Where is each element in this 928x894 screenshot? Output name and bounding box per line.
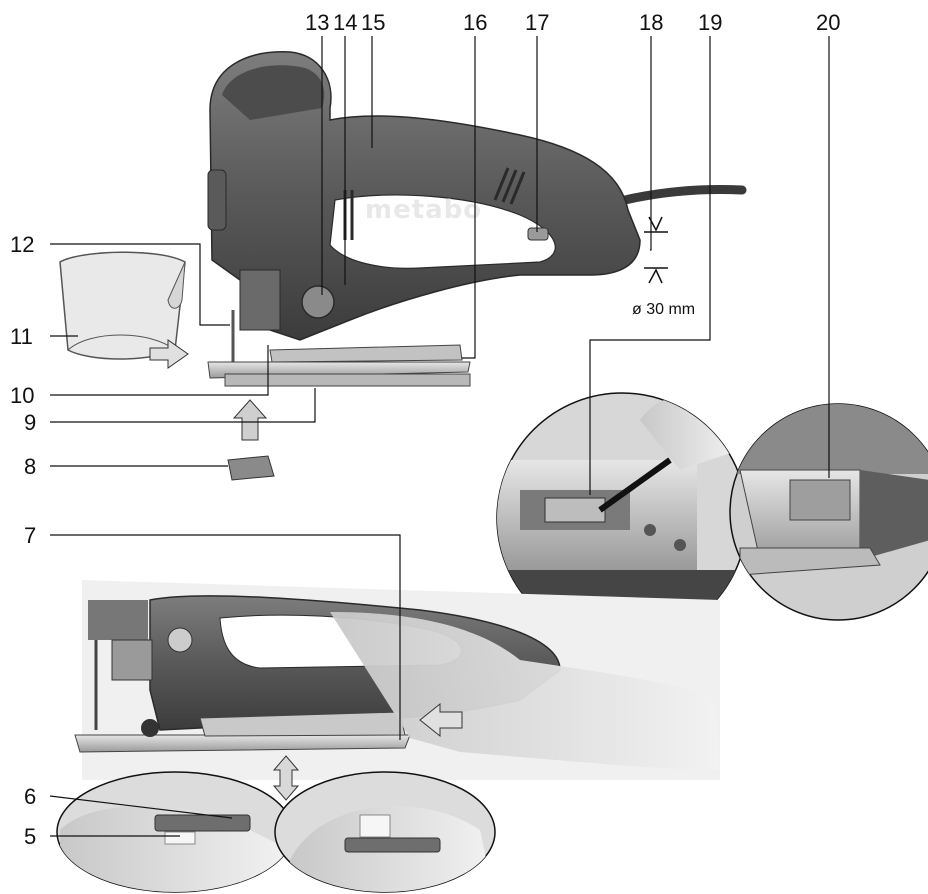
callout-labels: 20 19 18 17 16 15 14 13 12 11 10 9 8 7 6…	[10, 10, 840, 849]
arrow-up	[232, 399, 268, 441]
callout-5: 5	[24, 824, 36, 849]
callout-7: 7	[24, 523, 36, 548]
double-arrow	[272, 755, 300, 801]
callout-6: 6	[24, 784, 36, 809]
jigsaw-bottom-view	[74, 580, 720, 780]
callout-20: 20	[816, 10, 840, 35]
callout-13: 13	[305, 10, 329, 35]
arrow-right	[149, 339, 189, 369]
callout-16: 16	[463, 10, 487, 35]
detail-ellipse-left	[56, 771, 294, 893]
detail-ellipse-right	[274, 771, 496, 893]
splinter-guard	[59, 251, 186, 360]
brand-logo: metabo	[365, 195, 482, 225]
callout-14: 14	[333, 10, 357, 35]
callout-15: 15	[361, 10, 385, 35]
callout-17: 17	[525, 10, 549, 35]
leader-lines	[49, 36, 830, 837]
callout-19: 19	[698, 10, 722, 35]
callout-18: 18	[639, 10, 663, 35]
callout-8: 8	[24, 454, 36, 479]
anti-splinter-insert	[227, 455, 275, 481]
dimension-label: ø 30 mm	[632, 301, 695, 318]
callout-12: 12	[10, 232, 34, 257]
jigsaw-top-view: metabo ø 30 mm	[207, 51, 747, 387]
callout-9: 9	[24, 410, 36, 435]
callout-10: 10	[10, 383, 34, 408]
callout-11: 11	[10, 324, 33, 349]
